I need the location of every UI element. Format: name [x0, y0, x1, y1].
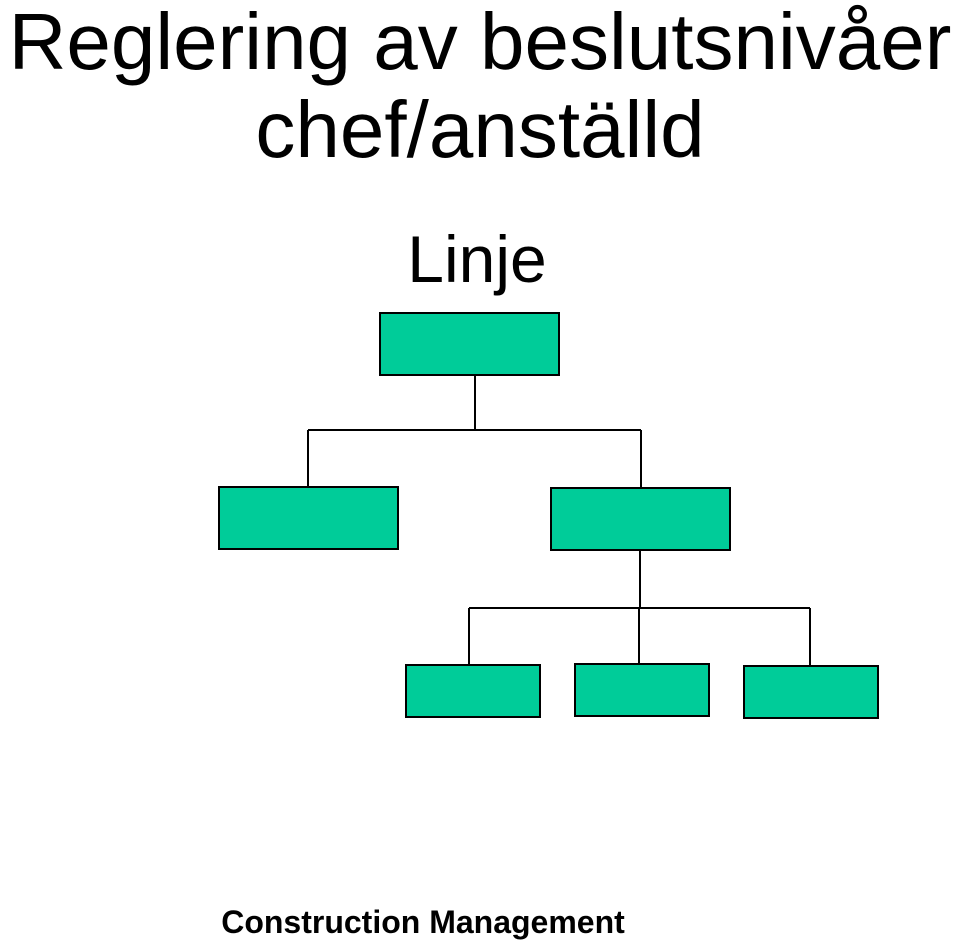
org-box-manager-2: [550, 487, 731, 551]
org-box-employee-3: [743, 665, 879, 719]
footer-label: Construction Management: [221, 904, 625, 940]
org-boxes: [218, 312, 879, 719]
page-title-line-2: chef/anställd: [255, 85, 705, 174]
org-box-employee-2: [574, 663, 710, 717]
org-box-employee-1: [405, 664, 541, 718]
connectors: [307, 375, 811, 666]
org-type-label: Linje: [407, 222, 547, 296]
org-box-manager-1: [218, 486, 399, 550]
page-title-line-1: Reglering av beslutsnivåer: [8, 0, 952, 86]
org-box-root: [379, 312, 560, 376]
